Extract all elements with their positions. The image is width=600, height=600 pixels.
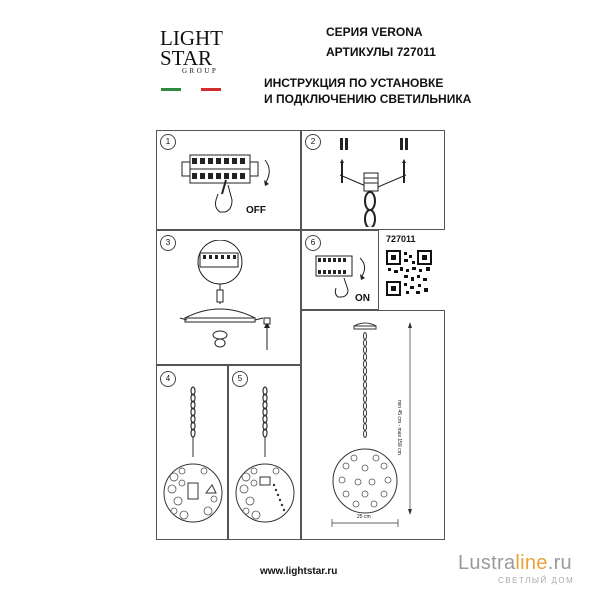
- step-number-3: 3: [160, 235, 176, 251]
- brand-line3: GROUP: [182, 67, 219, 75]
- brand-logo: LIGHT STAR GROUP: [160, 26, 223, 76]
- step2-panel: [301, 130, 445, 230]
- watermark-logo: Lustraline.ru: [458, 552, 572, 575]
- on-label: ON: [355, 293, 370, 304]
- brand-line1: LIGHT: [160, 26, 223, 50]
- brand-line2: STAR: [160, 46, 212, 70]
- ceiling-mount-drawing: [339, 138, 408, 227]
- instruction-title-line2: И ПОДКЛЮЧЕНИЮ СВЕТИЛЬНИКА: [264, 92, 472, 106]
- instruction-title-line1: ИНСТРУКЦИЯ ПО УСТАНОВКЕ: [264, 76, 444, 90]
- step-number-1: 1: [160, 134, 176, 150]
- step6-panel: [301, 230, 379, 310]
- step4-panel: [156, 365, 228, 540]
- step-number-6: 6: [305, 235, 321, 251]
- shade-install-drawing-step5: [235, 386, 295, 523]
- terminal-block-off-drawing: [181, 154, 270, 213]
- shade-install-drawing-step4: [163, 386, 223, 523]
- article-number: 727011: [386, 234, 416, 244]
- step-number-4: 4: [160, 371, 176, 387]
- width-dimension-label: 25 cm: [357, 514, 371, 520]
- italian-flag: [161, 88, 221, 91]
- fixture-dimensions-drawing: [331, 322, 412, 527]
- step1-panel: [156, 130, 301, 230]
- step-number-2: 2: [305, 134, 321, 150]
- website-url[interactable]: www.lightstar.ru: [260, 566, 338, 577]
- watermark-part1: Lustra: [458, 552, 516, 574]
- watermark-tagline: СВЕТЛЫЙ ДОМ: [498, 576, 575, 585]
- watermark-part3: .ru: [547, 552, 572, 574]
- terminal-block-on-drawing: [315, 255, 366, 298]
- watermark-part2: line: [515, 552, 548, 574]
- off-label: OFF: [246, 205, 266, 216]
- step3-panel: [156, 230, 301, 365]
- qr-code-icon: [386, 250, 432, 296]
- height-dimension-label: min 45 cm - max 159 cm: [396, 400, 402, 455]
- canopy-assembly-drawing: [179, 240, 271, 350]
- overview-panel: [301, 310, 445, 540]
- step5-panel: [228, 365, 301, 540]
- step-number-5: 5: [232, 371, 248, 387]
- articles-title: АРТИКУЛЫ 727011: [326, 45, 436, 59]
- series-title: СЕРИЯ VERONA: [326, 25, 423, 39]
